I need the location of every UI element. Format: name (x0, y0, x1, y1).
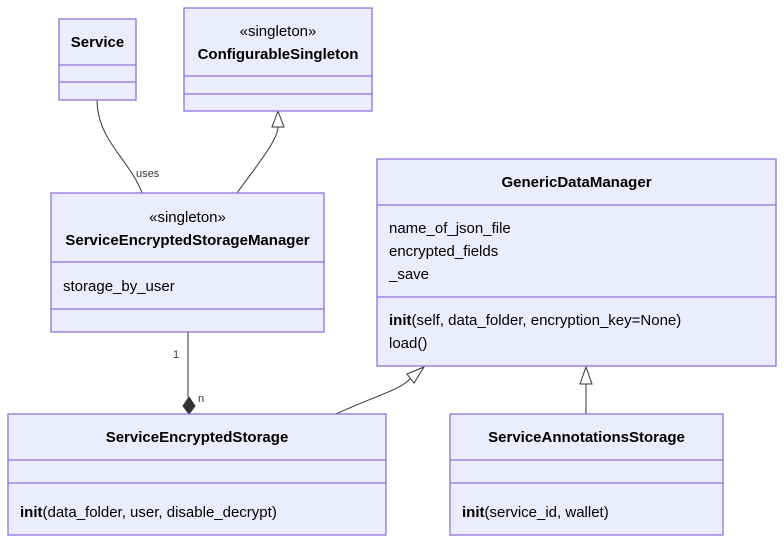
class-method: load() (389, 335, 427, 352)
class-attribute: name_of_json_file (389, 220, 511, 237)
class-name: Service (71, 34, 124, 51)
edge-inherit-configurable-singleton (236, 126, 279, 194)
class-service[interactable]: Service (58, 18, 137, 101)
inheritance-arrow-gdm-left (406, 365, 426, 384)
edge-label-uses: uses (136, 168, 160, 180)
edge-inherit-gdm-from-encrypted (335, 378, 411, 415)
class-name: ServiceEncryptedStorageManager (65, 232, 309, 249)
class-name: ServiceAnnotationsStorage (488, 429, 685, 446)
class-service-encrypted-storage-manager[interactable]: «singleton» ServiceEncryptedStorageManag… (50, 192, 325, 333)
class-method: init(self, data_folder, encryption_key=N… (389, 312, 681, 329)
multiplicity-one: 1 (173, 349, 179, 361)
class-service-encrypted-storage[interactable]: ServiceEncryptedStorage init(data_folder… (7, 413, 387, 536)
edge-uses (96, 99, 143, 194)
class-method: init(service_id, wallet) (462, 504, 609, 521)
class-generic-data-manager[interactable]: GenericDataManager name_of_json_file enc… (376, 158, 777, 367)
class-name: ServiceEncryptedStorage (106, 429, 289, 446)
multiplicity-many: n (198, 393, 204, 405)
class-attribute: storage_by_user (63, 278, 175, 295)
inheritance-arrow-gdm-right (579, 365, 593, 385)
class-attribute: encrypted_fields (389, 243, 498, 260)
class-stereotype: «singleton» (240, 23, 317, 40)
class-service-annotations-storage[interactable]: ServiceAnnotationsStorage init(service_i… (449, 413, 724, 536)
class-stereotype: «singleton» (149, 209, 226, 226)
class-configurable-singleton[interactable]: «singleton» ConfigurableSingleton (183, 7, 373, 112)
class-method: init(data_folder, user, disable_decrypt) (20, 504, 277, 521)
class-name: ConfigurableSingleton (198, 46, 359, 63)
composition-diamond (182, 396, 196, 415)
inheritance-arrow-configurable-singleton (271, 109, 285, 128)
class-name: GenericDataManager (501, 174, 651, 191)
class-attribute: _save (388, 266, 429, 283)
